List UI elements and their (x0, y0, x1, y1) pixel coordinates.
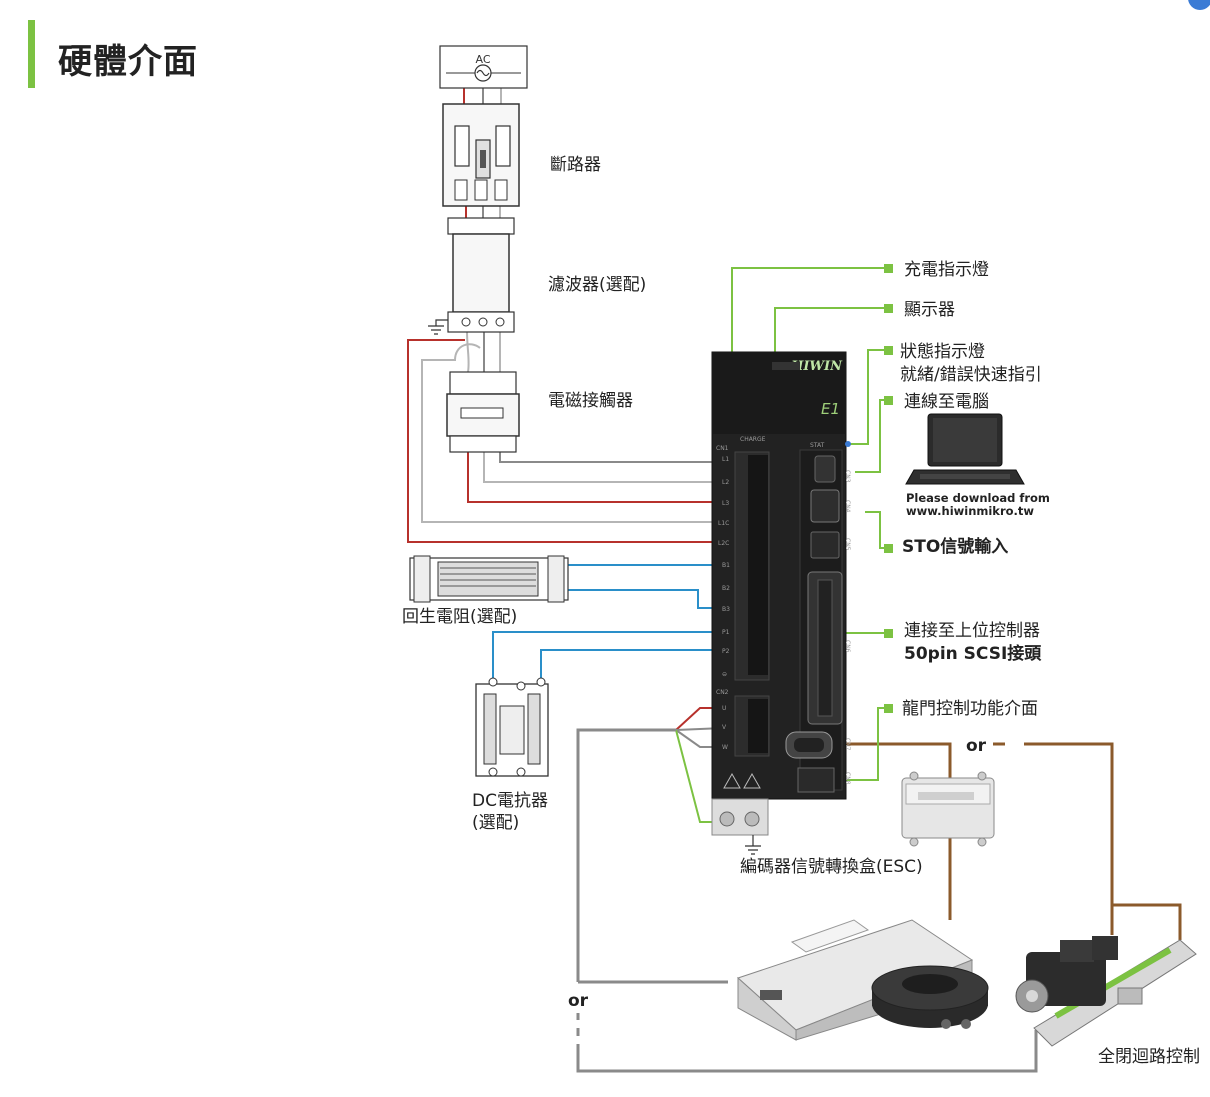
callout-markers (884, 264, 893, 713)
contactor-label: 電磁接觸器 (548, 391, 633, 411)
charge-led-label: 充電指示燈 (904, 260, 989, 280)
breaker-label: 斷路器 (550, 155, 601, 175)
status-led (845, 441, 851, 447)
terminal-l2-label: L2 (722, 479, 729, 486)
terminal-n-label: ⊖ (722, 671, 727, 678)
cn3-usb-port[interactable] (814, 455, 836, 483)
cn5-sto-port[interactable] (810, 531, 840, 559)
ac-label: AC (475, 53, 490, 66)
terminal-l1-label: L1 (722, 456, 729, 463)
or-label-right: or (966, 736, 987, 756)
full-closed-loop-label: 全閉迴路控制 (1098, 1047, 1200, 1067)
control-power-wires (407, 339, 735, 543)
warning-icon (723, 772, 741, 789)
brand-logo: HIWIN (790, 359, 843, 374)
charge-label: CHARGE (740, 436, 766, 443)
terminal-l3-label: L3 (722, 500, 729, 507)
magnetic-contactor (446, 371, 520, 453)
terminal-v-label: V (722, 724, 727, 731)
main-power-wires (467, 450, 735, 503)
filter-label: 濾波器(選配) (548, 275, 646, 295)
download-label-2: www.hiwinmikro.tw (906, 504, 1034, 518)
controller-label-2: 50pin SCSI接頭 (904, 643, 1042, 664)
cn4-port[interactable] (810, 489, 840, 523)
status-led-label-1: 狀態指示燈 (900, 342, 985, 362)
stat-label: STAT (810, 442, 825, 449)
terminal-b2-label: B2 (722, 585, 730, 592)
terminal-p2-label: P2 (722, 648, 730, 655)
esc-label: 編碼器信號轉換盒(ESC) (740, 857, 923, 877)
regen-resistor (409, 555, 569, 603)
esc-box (901, 771, 995, 847)
model-label: E1 (821, 400, 840, 418)
circuit-breaker (442, 103, 520, 207)
noise-filter (428, 217, 515, 335)
terminal-p1-label: P1 (722, 629, 730, 636)
page-title: 硬體介面 (58, 42, 198, 82)
pc-link-label: 連線至電腦 (904, 392, 989, 412)
cn7-label: CN7 (844, 738, 851, 751)
laptop-icon (905, 413, 1025, 485)
cn5-label: CN5 (844, 538, 851, 551)
corner-badge (1188, 0, 1210, 10)
dc-reactor (475, 677, 549, 777)
ac-source: AC (439, 45, 528, 89)
servo-motor-actuator (1015, 936, 1197, 1047)
cn1-label: CN1 (716, 445, 729, 452)
cn3-label: CN3 (844, 470, 851, 483)
terminal-b1-label: B1 (722, 562, 730, 569)
regen-resistor-label: 回生電阻(選配) (402, 607, 517, 627)
download-label-1: Please download from (906, 491, 1050, 505)
regen-resistor-wires (568, 564, 735, 609)
dc-reactor-label-2: (選配) (472, 813, 519, 833)
terminal-l2c-label: L2C (718, 540, 729, 547)
title-accent-bar (28, 20, 35, 88)
cn4-label: CN4 (844, 500, 851, 513)
servo-drive: HIWIN E1 CHARGE STAT CN1 L1 L2 L3 L1C L2… (711, 351, 851, 855)
dc-reactor-label-1: DC電抗器 (472, 791, 548, 811)
warning-icon (743, 772, 761, 789)
sto-label: STO信號輸入 (902, 536, 1008, 557)
terminal-l1c-label: L1C (718, 520, 729, 527)
ground-icon (745, 835, 761, 855)
dc-reactor-wires (492, 631, 735, 680)
cn8-port[interactable] (797, 767, 835, 793)
filter-contactor-wires (466, 329, 502, 373)
controller-label-1: 連接至上位控制器 (904, 621, 1040, 641)
terminal-u-label: U (722, 705, 726, 712)
or-label-left: or (568, 991, 589, 1011)
ac-supply-wires (463, 88, 502, 104)
cn6-label: CN6 (844, 640, 851, 653)
terminal-w-label: W (722, 744, 728, 751)
encoder-wires (820, 742, 1182, 940)
display-label: 顯示器 (904, 300, 955, 320)
cn8-label: CN8 (844, 772, 851, 785)
display-window (772, 362, 800, 370)
gantry-label: 龍門控制功能介面 (902, 699, 1038, 719)
cn2-label: CN2 (716, 689, 729, 696)
rotary-table (871, 965, 989, 1029)
terminal-b3-label: B3 (722, 606, 730, 613)
status-led-label-2: 就緒/錯誤快速指引 (900, 365, 1042, 385)
